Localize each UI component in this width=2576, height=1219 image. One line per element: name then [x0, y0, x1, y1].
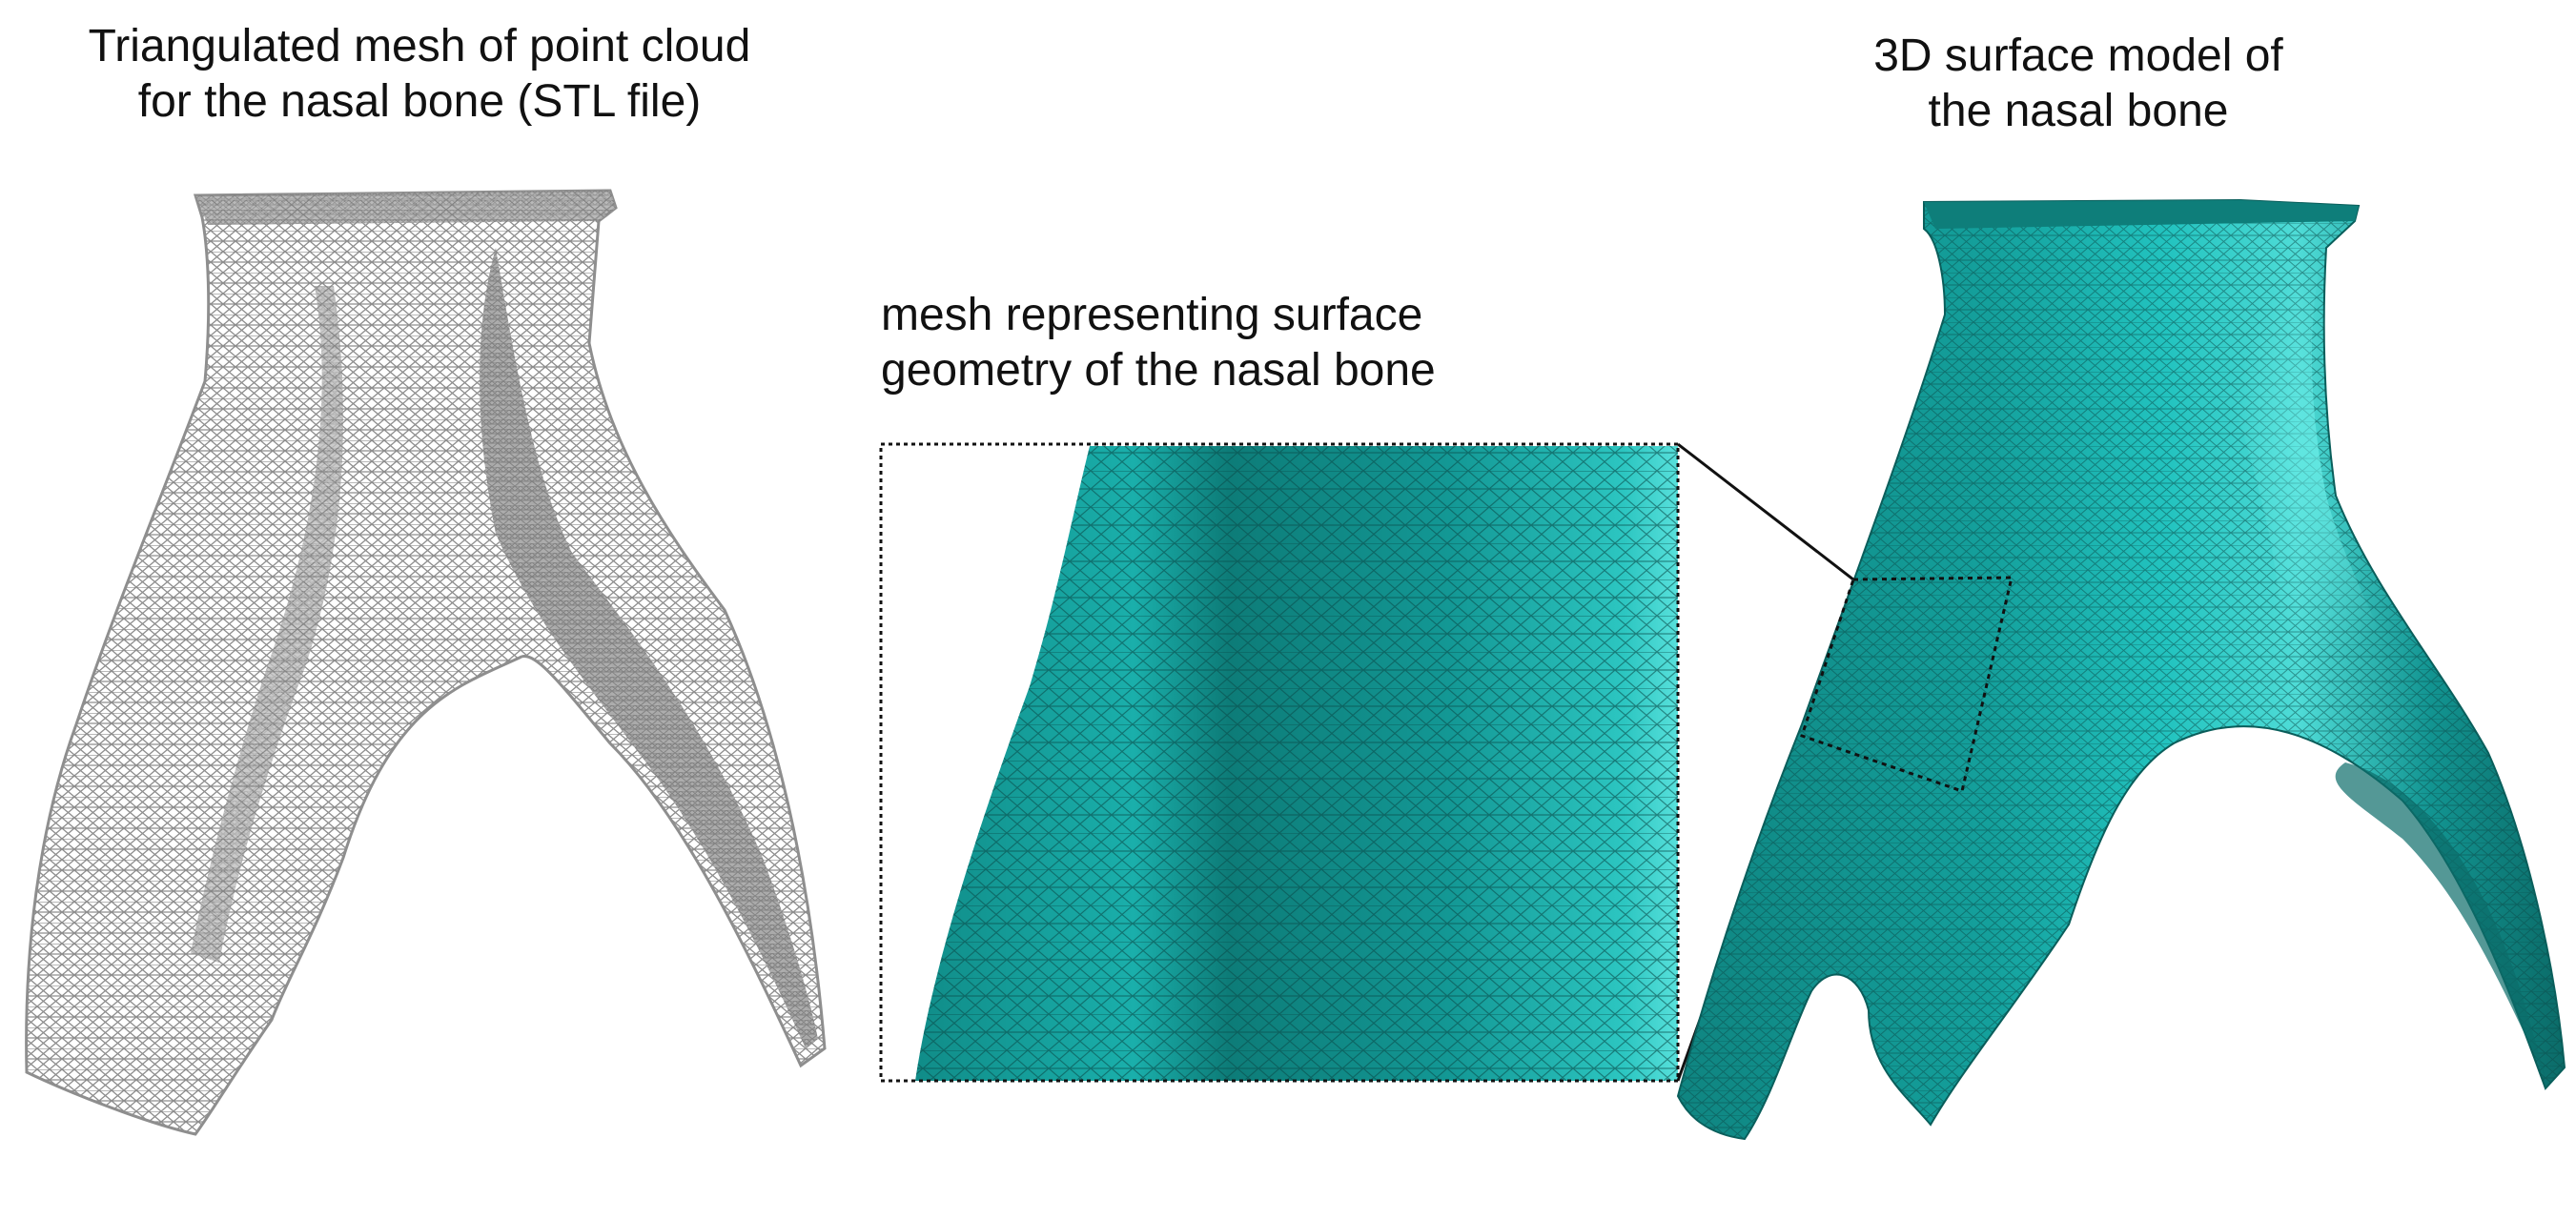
wireframe-title: Triangulated mesh of point cloud for the… [0, 19, 839, 130]
surface-model-3d [1676, 198, 2566, 1141]
wireframe-title-line2: for the nasal bone (STL file) [137, 76, 702, 127]
zoomed-surface-mesh [879, 442, 1680, 1083]
surface-model-title-line2: the nasal bone [1928, 86, 2229, 136]
zoom-frame [879, 442, 1680, 1083]
zoom-caption: mesh representing surface geometry of th… [881, 288, 1436, 398]
surface-model-title-line1: 3D surface model of [1873, 30, 2283, 81]
zoom-caption-line2: geometry of the nasal bone [881, 345, 1436, 396]
zoom-caption-line1: mesh representing surface [881, 290, 1423, 340]
detail-region-box [1800, 576, 2014, 793]
wireframe-mesh-model [25, 189, 827, 1136]
surface-model-title: 3D surface model of the nasal bone [1735, 29, 2422, 139]
wireframe-title-line1: Triangulated mesh of point cloud [88, 21, 751, 71]
